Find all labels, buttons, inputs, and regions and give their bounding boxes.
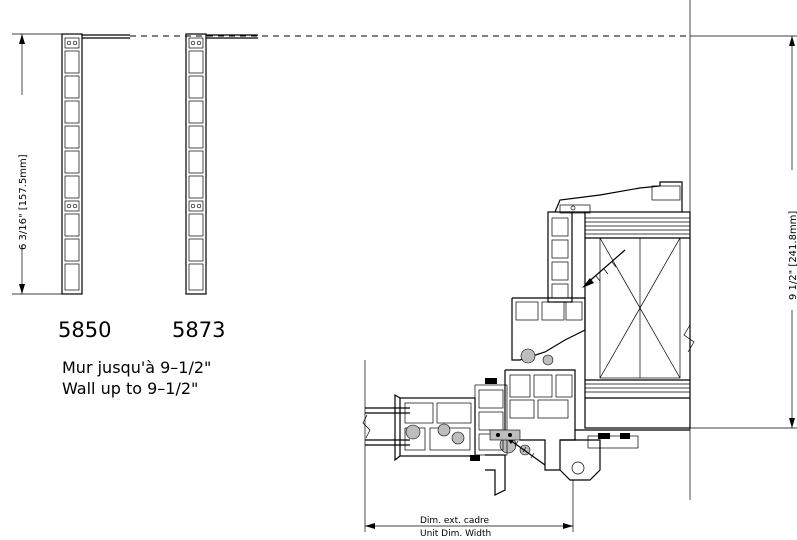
profile-5873-section: [185, 33, 258, 295]
unit-width-dimension: Dim. ext. cadre Unit Dim. Width: [364, 360, 574, 539]
frame-sill-assembly: [499, 297, 690, 481]
caption-french: Mur jusqu'à 9–1/2": [62, 358, 211, 377]
unit-width-label-fr: Dim. ext. cadre: [420, 516, 490, 526]
profile-5850-section: [61, 33, 130, 295]
profile-5850-label: 5850: [58, 318, 111, 342]
profile-height-label: 6 3/16" [157.5mm]: [18, 154, 29, 250]
unit-width-label-en: Unit Dim. Width: [420, 529, 491, 539]
profile-height-dimension: 6 3/16" [157.5mm]: [12, 33, 62, 295]
sash-glazing-assembly: [362, 378, 521, 496]
head-trim-extrusion: [554, 181, 683, 214]
profile-5873-label: 5873: [172, 318, 225, 342]
wall-height-dimension: 9 1/2" [241.8mm]: [689, 0, 797, 500]
wall-height-label: 9 1/2" [241.8mm]: [788, 211, 797, 300]
caption-english: Wall up to 9–1/2": [62, 379, 198, 398]
frame-jamb-extrusion: [547, 211, 626, 303]
wall-section: [584, 211, 695, 429]
